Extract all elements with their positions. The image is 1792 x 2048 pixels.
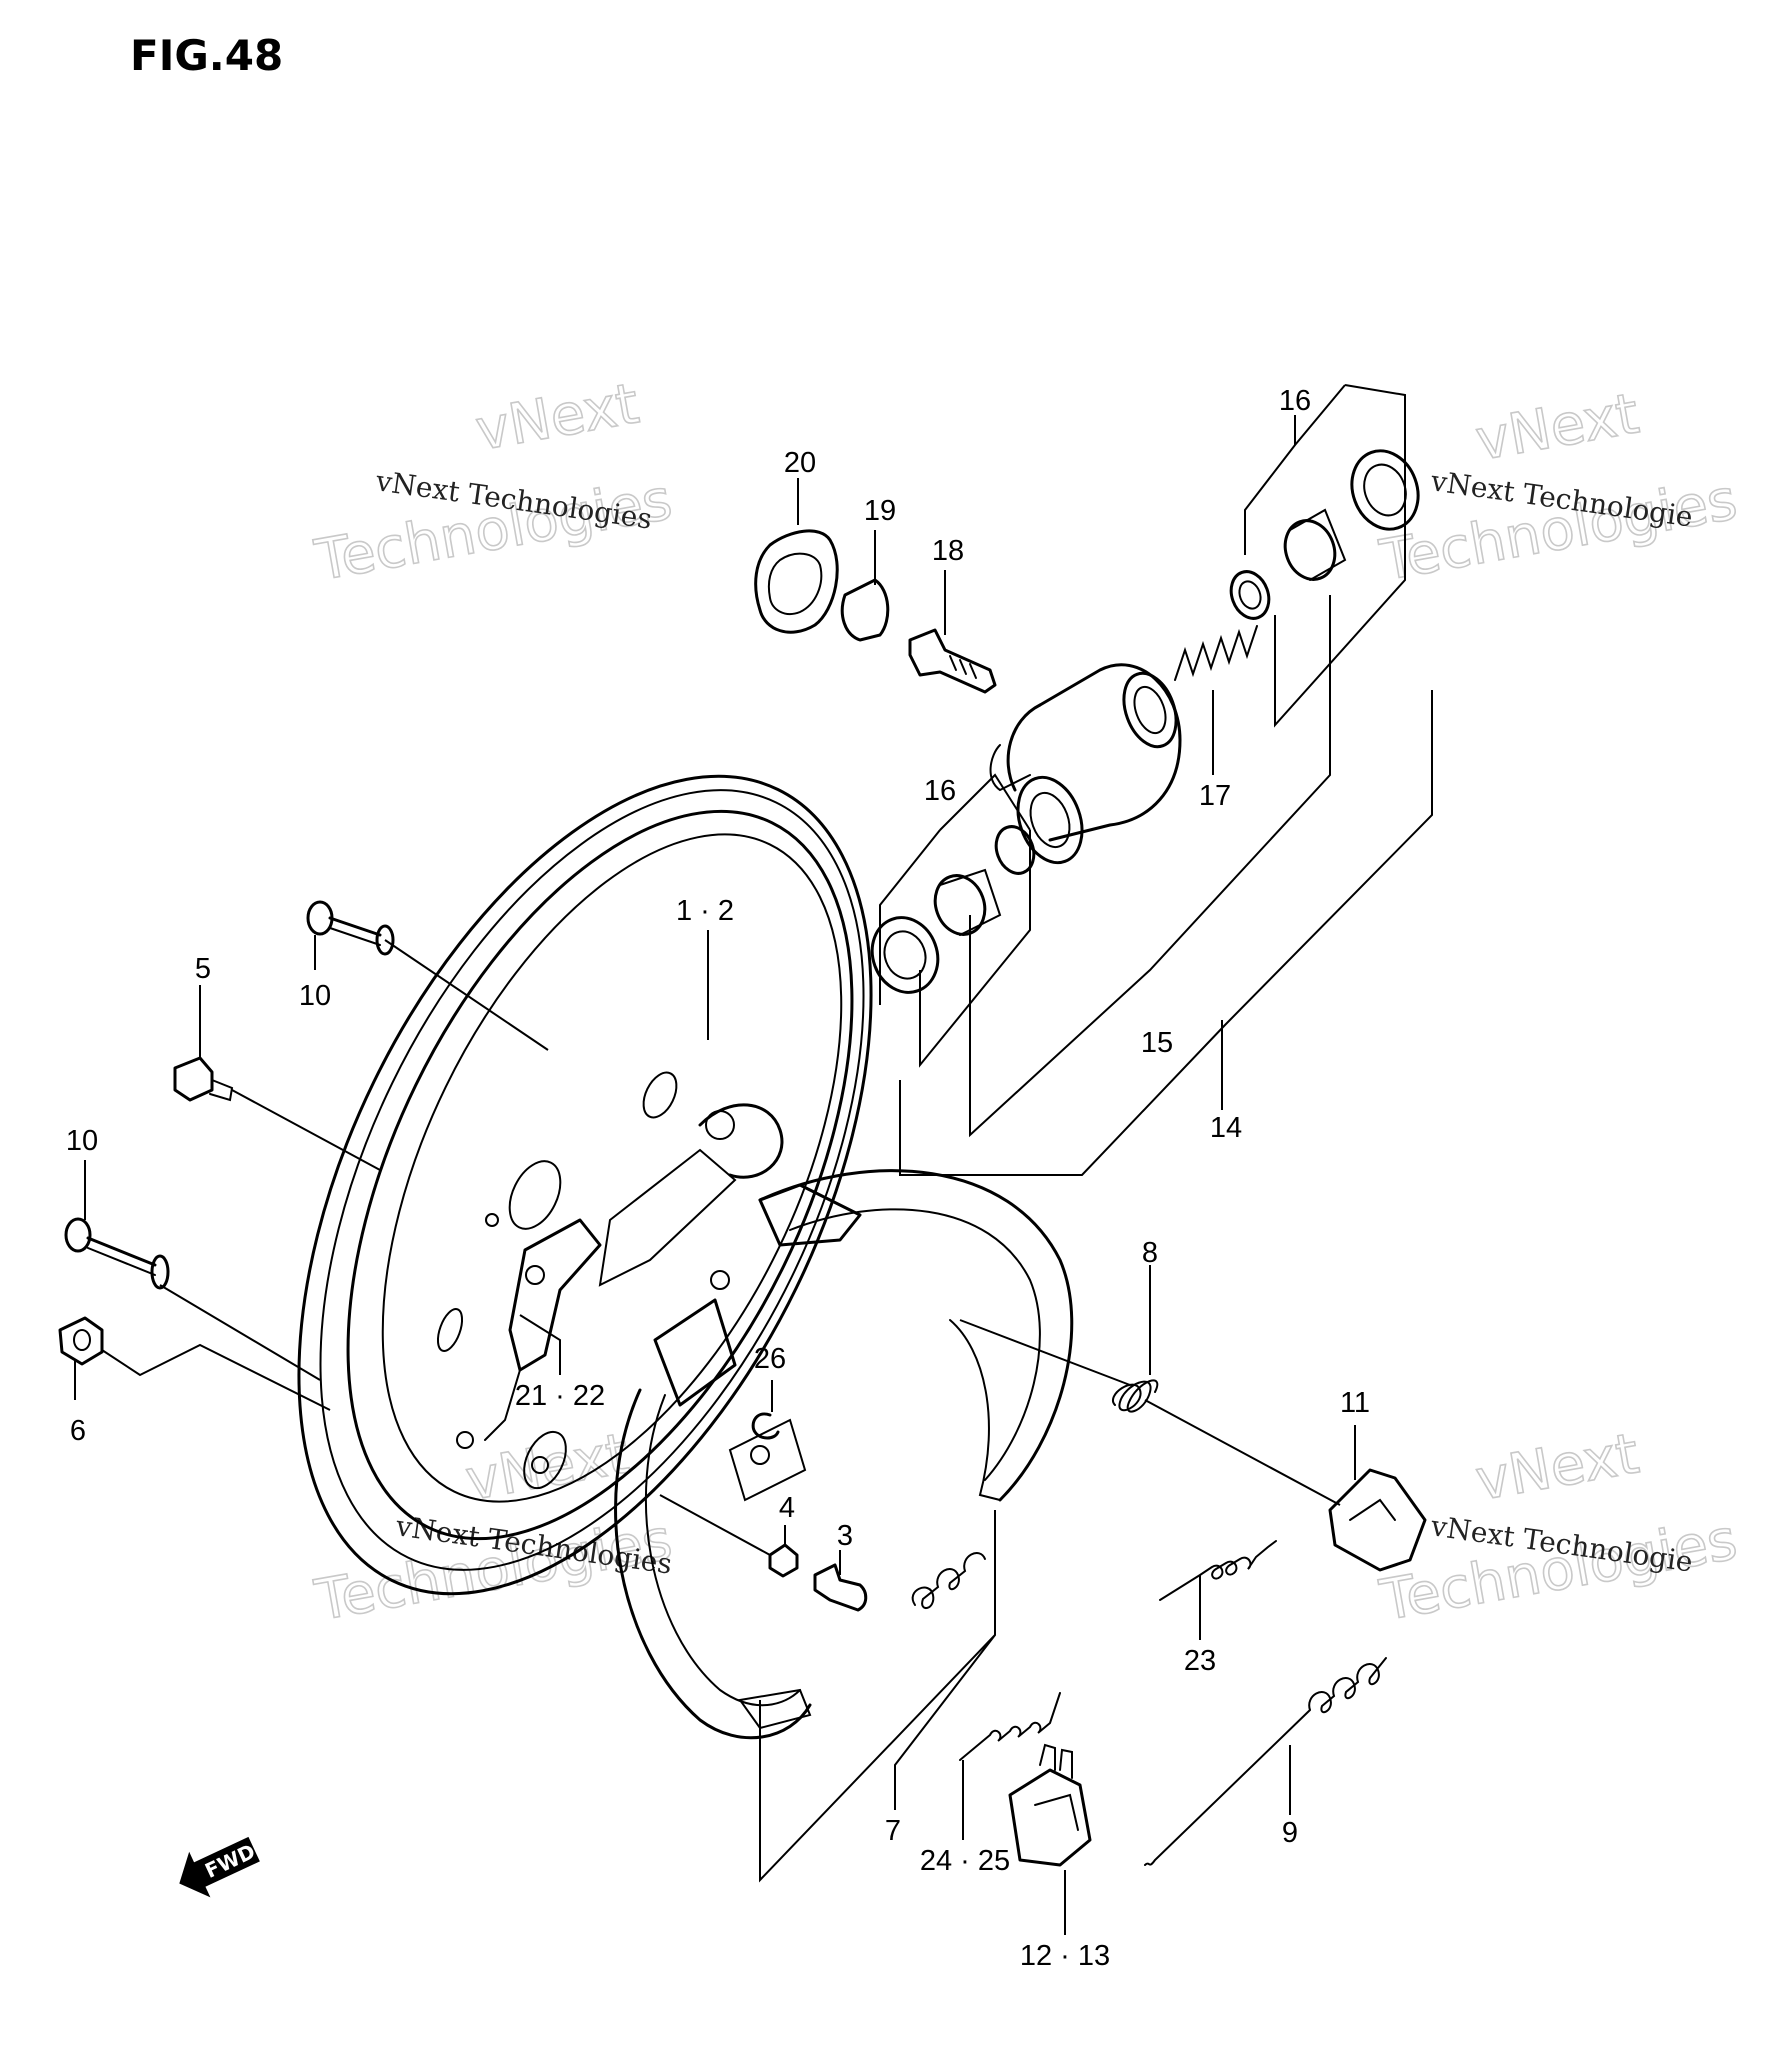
label-23: 23 — [1184, 1645, 1216, 1677]
label-17: 17 — [1199, 780, 1231, 812]
backing-plate-part — [297, 774, 873, 1596]
label-5: 5 — [195, 953, 211, 985]
dust-cover-part — [754, 529, 839, 634]
label-16-upper: 16 — [1279, 385, 1311, 417]
svg-text:vNext: vNext — [1471, 381, 1643, 473]
spring-9-part — [1144, 1657, 1387, 1866]
watermark-upper-left: vNext Technologies vNext Technologies — [309, 371, 677, 595]
fwd-arrow-icon: FWD — [179, 1836, 260, 1898]
nut-6-part — [58, 1316, 104, 1366]
watermark-upper-right: vNext Technologies vNext Technologie — [1374, 381, 1742, 595]
piston-cup-upper-part — [1229, 449, 1420, 620]
label-10-upper: 10 — [299, 980, 331, 1012]
label-26: 26 — [754, 1343, 786, 1375]
label-24-25: 24 · 25 — [920, 1845, 1010, 1877]
spring-8-part — [1112, 1379, 1159, 1413]
bolt-10-lower-part — [64, 1217, 170, 1290]
svg-text:vNext: vNext — [471, 371, 643, 463]
label-16-lower: 16 — [924, 775, 956, 807]
label-3: 3 — [837, 1520, 853, 1552]
bolt-10-upper-part — [306, 900, 395, 956]
label-7: 7 — [885, 1815, 901, 1847]
label-19: 19 — [864, 495, 896, 527]
label-11: 11 — [1340, 1387, 1370, 1419]
figure-title: FIG.48 — [130, 31, 283, 80]
svg-text:vNext: vNext — [1471, 1421, 1643, 1513]
clip-12-13-part — [1008, 1743, 1092, 1867]
leader-lines — [74, 384, 1433, 1935]
label-21-22: 21 · 22 — [515, 1380, 605, 1412]
watermark-lower-right: vNext Technologies vNext Technologie — [1374, 1421, 1742, 1635]
label-10-lower: 10 — [66, 1125, 98, 1157]
spring-24-25-part — [959, 1692, 1061, 1761]
label-20: 20 — [784, 447, 816, 479]
bleeder-cap-part — [840, 578, 890, 642]
bolt-3-part — [813, 1563, 868, 1612]
c-clip-26-part — [751, 1412, 780, 1440]
label-15: 15 — [1141, 1027, 1173, 1059]
cylinder-spring-17-part — [1174, 625, 1258, 681]
label-4: 4 — [779, 1492, 795, 1524]
label-1-2: 1 · 2 — [676, 895, 734, 927]
label-9: 9 — [1282, 1817, 1298, 1849]
spring-23-part — [1159, 1540, 1277, 1601]
piston-cup-lower-part — [870, 825, 1036, 994]
label-6: 6 — [70, 1415, 86, 1447]
retaining-clip-11-part — [1328, 1468, 1427, 1572]
label-8: 8 — [1142, 1237, 1158, 1269]
shoe-spring-part — [911, 1552, 986, 1609]
brake-shoe-part — [614, 1169, 1074, 1740]
bolt-5-part — [173, 1056, 234, 1102]
label-14: 14 — [1210, 1112, 1242, 1144]
washer-4-part — [768, 1543, 799, 1578]
label-12-13: 12 · 13 — [1020, 1940, 1110, 1972]
bleeder-screw-part — [908, 628, 997, 694]
wheel-cylinder-part — [989, 663, 1182, 865]
label-18: 18 — [932, 535, 964, 567]
